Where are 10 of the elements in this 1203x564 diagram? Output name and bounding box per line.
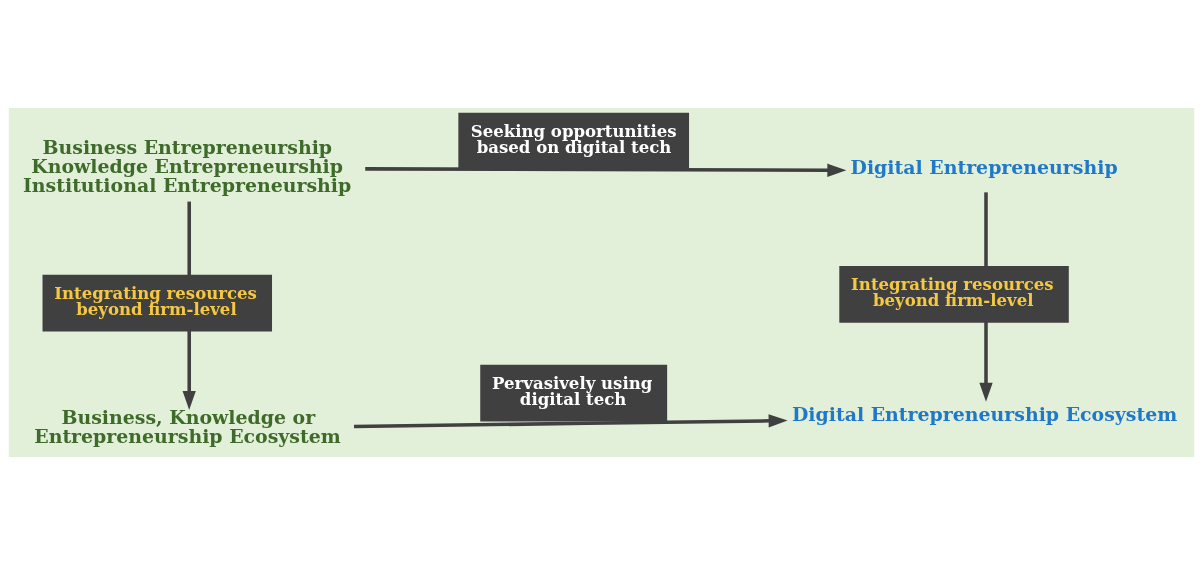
arrow bbox=[365, 163, 847, 177]
arrow bbox=[354, 413, 788, 428]
edge-label: Pervasively using digital tech bbox=[492, 372, 653, 409]
node-text: Digital Entrepreneurship Ecosystem bbox=[791, 402, 1178, 425]
edge-label: Integrating resources beyond firm-level bbox=[54, 282, 257, 319]
edge-label: Seeking opportunities based on digital tech bbox=[470, 120, 677, 157]
node-text: Digital Entrepreneurship bbox=[850, 155, 1118, 178]
node-text: Business, Knowledge or Entrepreneurship Ecosystem bbox=[34, 405, 341, 447]
edge-label: Integrating resources beyond firm-level bbox=[851, 273, 1054, 310]
node-text: Business Entrepreneurship Knowledge Entrepreneurship Institutional Entrepreneurship bbox=[22, 135, 352, 196]
